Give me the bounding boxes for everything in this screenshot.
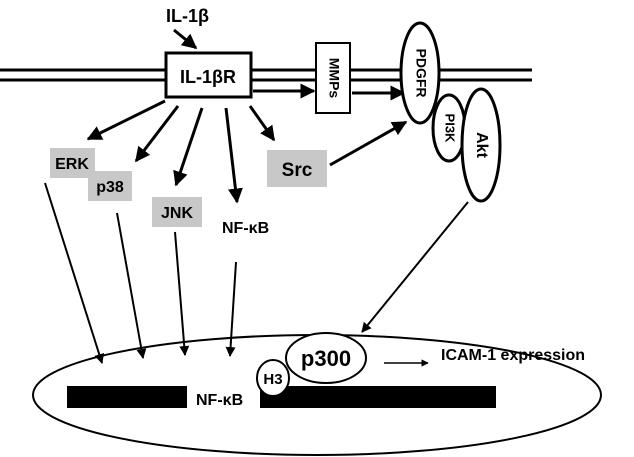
nfkb-cytoplasm-label: NF-κB bbox=[222, 220, 269, 237]
receptor-to-src-arrow bbox=[248, 105, 276, 142]
pdgfr-ellipse bbox=[399, 21, 441, 125]
akt-label: Akt bbox=[473, 132, 490, 158]
p38-label: p38 bbox=[96, 179, 124, 196]
erk-box bbox=[50, 148, 95, 178]
erk-to-nucleus-arrow bbox=[44, 182, 105, 364]
p300-label: p300 bbox=[301, 346, 351, 371]
jnk-label: JNK bbox=[161, 205, 193, 222]
pi3k-label: PI3K bbox=[443, 114, 458, 144]
p38-to-nucleus-arrow bbox=[116, 212, 147, 359]
h3-ellipse bbox=[256, 359, 290, 397]
mmps-label: MMPs bbox=[326, 58, 342, 99]
receptor-to-p38-arrow bbox=[134, 105, 180, 163]
icam-expression-label: ICAM-1 expression bbox=[441, 347, 585, 364]
receptor-to-erk-arrow bbox=[86, 99, 166, 141]
nfkb-nuclear-label: NF-κB bbox=[196, 392, 243, 409]
src-box bbox=[267, 150, 327, 187]
src-label: Src bbox=[282, 160, 313, 181]
dna-bar-left bbox=[67, 386, 187, 408]
h3-label: H3 bbox=[263, 371, 282, 388]
jnk-box bbox=[152, 197, 202, 227]
dna-bar-right bbox=[260, 386, 496, 408]
mmps-box bbox=[315, 42, 351, 114]
pdgfr-label: PDGFR bbox=[413, 49, 429, 98]
jnk-to-nucleus-arrow bbox=[174, 231, 190, 356]
receptor-label: IL-1βR bbox=[180, 67, 236, 87]
ligand-label: IL-1β bbox=[166, 6, 209, 26]
nfkb-to-nucleus-arrow bbox=[225, 261, 237, 357]
receptor-to-nfkb-arrow bbox=[224, 107, 243, 204]
akt-ellipse bbox=[460, 87, 502, 203]
src-to-pdgfr-arrow bbox=[329, 120, 408, 167]
erk-label: ERK bbox=[55, 156, 89, 173]
akt-to-p300-arrow bbox=[361, 201, 469, 333]
ligand-arrow bbox=[173, 28, 198, 50]
p38-box bbox=[88, 171, 132, 201]
p300-ellipse bbox=[285, 332, 367, 384]
receptor-box bbox=[164, 51, 253, 99]
receptor-to-jnk-arrow bbox=[173, 107, 204, 187]
